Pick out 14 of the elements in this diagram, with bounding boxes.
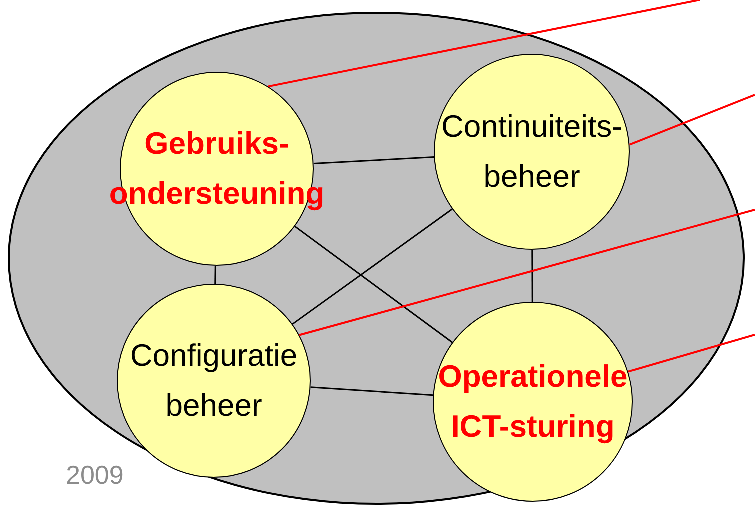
node-label: Operationele ICT-sturing: [437, 358, 629, 446]
connector-line: [294, 226, 453, 344]
leader-line: [299, 209, 755, 336]
leader-line: [629, 94, 755, 146]
connector-line: [292, 208, 453, 325]
connector-line: [314, 156, 434, 165]
node-label: Continuiteits- beheer: [440, 108, 624, 196]
connector-line: [214, 266, 216, 284]
leader-line: [268, 0, 700, 88]
connector-line: [532, 250, 534, 302]
year-label: 2009: [66, 459, 124, 492]
leader-line: [628, 334, 755, 373]
connector-line: [310, 386, 434, 396]
node-label: Configuratie beheer: [129, 337, 299, 425]
